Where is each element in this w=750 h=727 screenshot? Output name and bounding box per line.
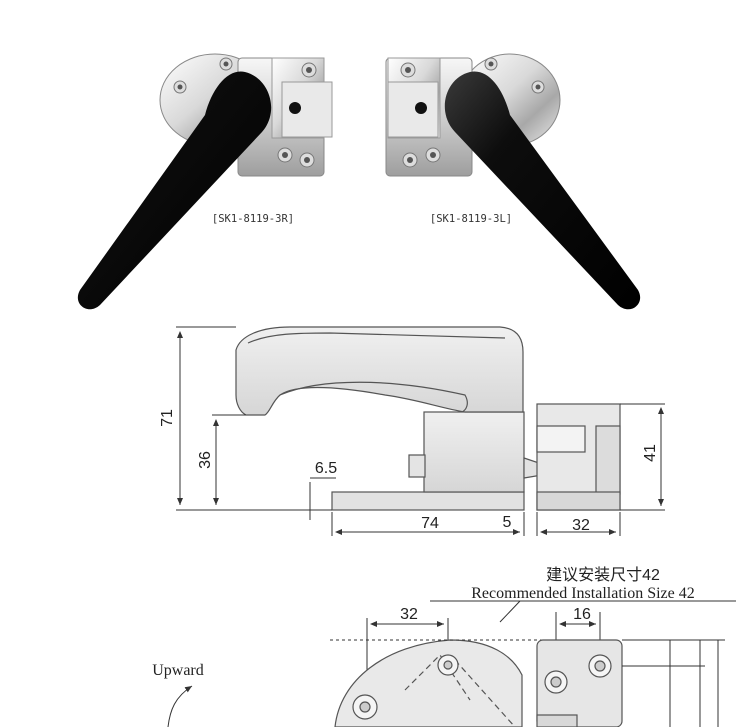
dim-74: 74 <box>421 515 439 532</box>
keeper-profile <box>536 403 621 511</box>
base-plate-round <box>334 639 523 727</box>
dim-36: 36 <box>197 451 214 469</box>
handle-black-right <box>77 71 272 310</box>
upward-label: Upward <box>152 662 204 679</box>
model-label-3l: [SK1-8119-3L] <box>430 213 512 225</box>
side-view-drawing: 71 36 6.5 74 5 32 41 <box>159 326 665 536</box>
model-label-3r: [SK1-8119-3R] <box>212 213 294 225</box>
dim-71: 71 <box>159 409 176 427</box>
latch-product-3r: [SK1-8119-3R] <box>77 53 333 310</box>
install-title-cn: 建议安装尺寸42 <box>546 566 660 584</box>
install-title-en: Recommended Installation Size 42 <box>471 585 695 602</box>
dim-32-install: 32 <box>400 606 418 623</box>
dim-6-5: 6.5 <box>315 460 337 477</box>
install-view-drawing: 建议安装尺寸42 Recommended Installation Size 4… <box>152 566 736 727</box>
latch-product-3l: [SK1-8119-3L] <box>385 53 641 310</box>
dim-32-keeper: 32 <box>572 517 590 534</box>
upward-arrow-icon <box>167 685 193 727</box>
dim-16-install: 16 <box>573 606 591 623</box>
handle-profile <box>235 326 524 416</box>
dim-5: 5 <box>503 514 512 531</box>
dim-41: 41 <box>642 444 659 462</box>
handle-black-left <box>444 71 641 310</box>
